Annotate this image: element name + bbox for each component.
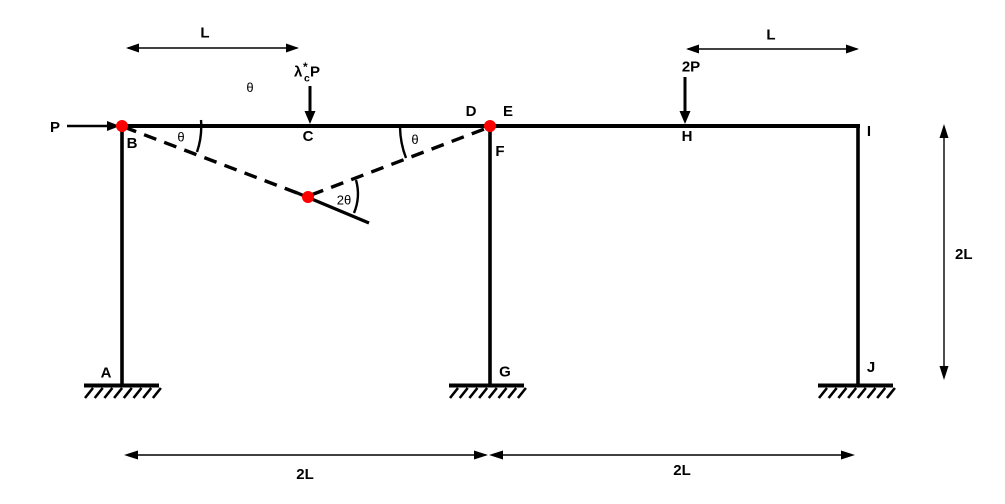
arrowhead-left bbox=[126, 43, 139, 53]
label-node-D: D bbox=[466, 103, 477, 120]
arrowhead-right bbox=[846, 44, 859, 54]
ground-hatching bbox=[817, 387, 896, 399]
label-load-lambda-P: P bbox=[310, 64, 320, 81]
arrowhead-down bbox=[939, 366, 949, 380]
hinge-dot-B bbox=[116, 120, 128, 132]
ground-hatching bbox=[83, 387, 162, 399]
load-2P-arrow bbox=[679, 77, 691, 124]
hinge-dot-mid bbox=[302, 191, 314, 203]
label-two-theta: 2θ bbox=[337, 193, 351, 208]
label-node-E: E bbox=[503, 103, 513, 120]
label-dim-2L-bottom-left: 2L bbox=[296, 466, 314, 483]
label-node-I: I bbox=[867, 123, 871, 140]
arrowhead-right bbox=[841, 450, 855, 460]
label-theta-free: θ bbox=[246, 80, 253, 95]
label-load-lambda-sub: c bbox=[304, 73, 310, 85]
label-node-J: J bbox=[867, 359, 875, 376]
label-node-F: F bbox=[495, 143, 504, 160]
label-theta-D: θ bbox=[411, 132, 418, 147]
dim-L-top-right bbox=[686, 44, 859, 54]
hinge-dot-E bbox=[484, 120, 496, 132]
arrowhead-right bbox=[474, 450, 488, 460]
angle-arc-two-theta bbox=[352, 179, 360, 214]
angle-arc-theta-B bbox=[195, 119, 203, 153]
label-dim-2L-bottom-right: 2L bbox=[673, 462, 691, 479]
angle-arc-theta-D bbox=[398, 125, 408, 159]
label-node-B: B bbox=[127, 135, 138, 152]
label-load-lambda-sup: * bbox=[303, 60, 308, 74]
label-load-P: P bbox=[50, 119, 60, 136]
support-G bbox=[448, 383, 527, 399]
dim-2L-bottom-left bbox=[124, 450, 488, 460]
buckled-chord-B-to-mid bbox=[123, 125, 306, 198]
label-node-C: C bbox=[303, 128, 314, 145]
label-load-2P: 2P bbox=[682, 59, 700, 76]
label-node-G: G bbox=[499, 364, 511, 381]
arrowhead-down bbox=[679, 111, 691, 124]
label-dim-L-top-left: L bbox=[200, 25, 209, 42]
support-A bbox=[83, 383, 162, 399]
load-P-arrow bbox=[67, 121, 120, 131]
arrowhead-left bbox=[489, 450, 503, 460]
arrowhead-left bbox=[124, 450, 138, 460]
arrowhead-right bbox=[107, 121, 120, 131]
dim-2L-right-side bbox=[939, 124, 949, 380]
label-dim-2L-right: 2L bbox=[955, 246, 973, 263]
arrowhead-right bbox=[286, 43, 299, 53]
arrowhead-up bbox=[939, 124, 949, 138]
arrowhead-down bbox=[304, 111, 316, 124]
dim-2L-bottom-right bbox=[489, 450, 855, 460]
label-node-A: A bbox=[101, 365, 112, 382]
label-load-lambda: λ bbox=[294, 64, 303, 81]
load-lambda-P-arrow bbox=[304, 86, 316, 124]
dim-L-top-left bbox=[126, 43, 299, 53]
label-node-H: H bbox=[682, 128, 693, 145]
label-dim-L-top-right: L bbox=[766, 27, 775, 44]
ground-hatching bbox=[448, 387, 527, 399]
support-J bbox=[817, 383, 896, 399]
label-theta-B: θ bbox=[177, 130, 184, 145]
buckled-chord-mid-to-D bbox=[310, 126, 488, 197]
arrowhead-left bbox=[686, 44, 699, 54]
